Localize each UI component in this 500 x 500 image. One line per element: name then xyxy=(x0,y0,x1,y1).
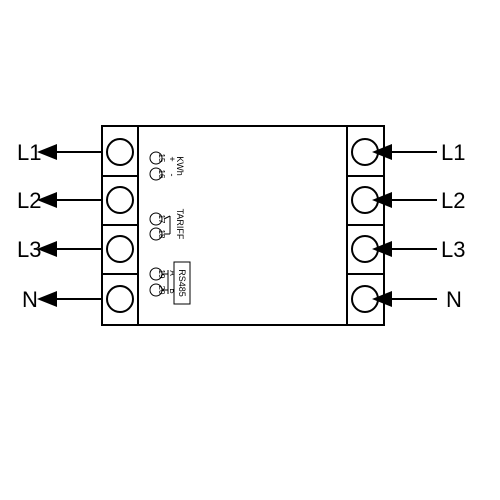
terminal-screw xyxy=(106,138,134,166)
terminal-screw xyxy=(106,186,134,214)
terminal-screw xyxy=(106,285,134,313)
kwh-output: 15 16 + - KWh xyxy=(149,151,185,181)
kwh-label: KWh xyxy=(175,156,185,176)
left-label-l3: L3 xyxy=(17,237,41,262)
terminal-18: 18 xyxy=(157,230,166,239)
kwh-minus-sign: - xyxy=(167,174,177,177)
terminal-number-marker xyxy=(149,212,163,226)
left-terminal-block xyxy=(101,125,139,326)
terminal-screw xyxy=(351,186,379,214)
rs485-label: RS485 xyxy=(177,269,187,297)
left-connections: L1 L2 L3 N xyxy=(17,140,102,312)
right-connections: L1 L2 L3 N xyxy=(372,140,465,312)
tariff-switch-symbol xyxy=(163,215,171,235)
right-label-l2: L2 xyxy=(441,188,465,213)
terminal-19: 19 xyxy=(157,270,166,279)
terminal-screw xyxy=(351,285,379,313)
left-label-l2: L2 xyxy=(17,188,41,213)
right-label-l1: L1 xyxy=(441,140,465,165)
left-label-n: N xyxy=(22,287,38,312)
terminal-16: 16 xyxy=(157,170,166,179)
terminal-number-marker xyxy=(149,151,163,165)
tariff-input: 17 18 TARIFF xyxy=(149,209,185,241)
meter-body xyxy=(101,125,385,326)
right-terminal-block xyxy=(346,125,385,326)
tariff-label: TARIFF xyxy=(175,209,185,240)
rs485-port: 19 20 A B RS485 xyxy=(149,261,191,305)
rs485-label-box xyxy=(173,261,191,305)
right-label-l3: L3 xyxy=(441,237,465,262)
terminal-17: 17 xyxy=(157,215,166,224)
left-label-l1: L1 xyxy=(17,140,41,165)
right-label-n: N xyxy=(446,287,462,312)
terminal-screw xyxy=(351,138,379,166)
terminal-15: 15 xyxy=(157,154,166,163)
terminal-screw xyxy=(106,235,134,263)
terminal-screw xyxy=(351,235,379,263)
terminal-number-marker xyxy=(149,167,163,181)
rs485-pin-b: B xyxy=(168,288,177,293)
terminal-20: 20 xyxy=(157,286,166,295)
rs485-pin-a: A xyxy=(168,270,177,276)
terminal-number-marker xyxy=(149,227,163,241)
kwh-plus-sign: + xyxy=(167,156,177,161)
